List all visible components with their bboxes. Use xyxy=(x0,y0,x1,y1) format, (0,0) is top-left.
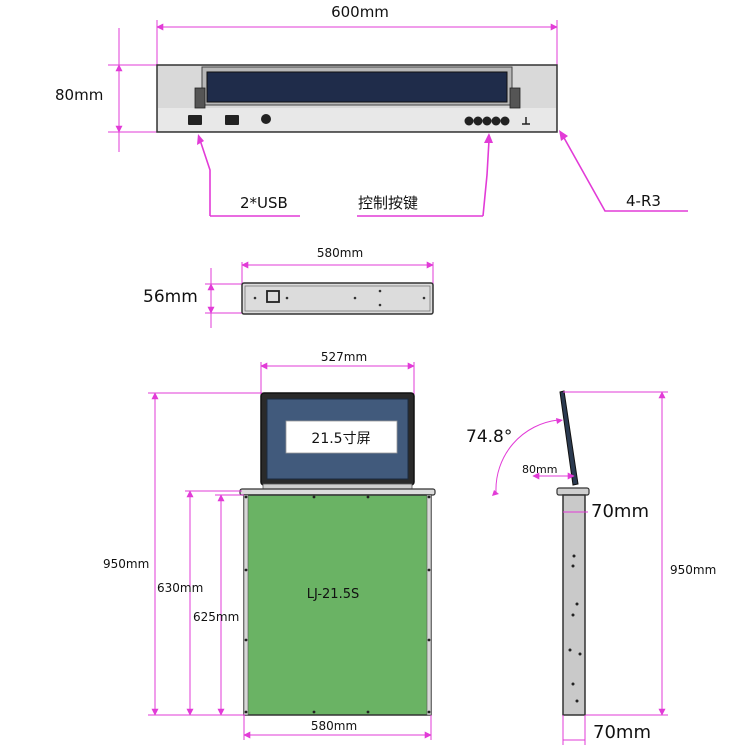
body-height-inner-label: 625mm xyxy=(193,610,239,624)
body-height-outer-label: 630mm xyxy=(157,581,203,595)
side-view: 74.8° 80mm 70mm 950mm 70mm xyxy=(466,390,716,745)
tilt-angle-label: 74.8° xyxy=(466,427,512,447)
usb-callout-line xyxy=(199,139,211,216)
front-panel-shade xyxy=(158,108,556,131)
top-view: 580mm 56mm xyxy=(143,246,434,328)
usb-callout-label: 2*USB xyxy=(240,194,288,212)
r3-callout-line xyxy=(562,135,688,212)
control-button-icon xyxy=(464,116,474,126)
keys-callout-label: 控制按键 xyxy=(358,194,418,212)
side-total-height-label: 950mm xyxy=(670,563,716,577)
keys-callout-line xyxy=(482,139,490,217)
screen-slot-inner xyxy=(206,71,508,103)
tilted-screen xyxy=(559,390,579,486)
model-label: LJ-21.5S xyxy=(307,587,360,602)
side-top-plate xyxy=(556,487,590,496)
screen-width-label: 527mm xyxy=(321,350,367,364)
top-height-label: 56mm xyxy=(143,287,198,307)
top-panel xyxy=(241,282,434,315)
screen-size-label: 21.5寸屏 xyxy=(311,431,370,447)
main-total-height-label: 950mm xyxy=(103,557,149,571)
control-button-icon xyxy=(482,116,492,126)
control-button-icon xyxy=(500,116,510,126)
top-width-label: 580mm xyxy=(317,246,363,260)
front-height-label: 80mm xyxy=(55,86,103,104)
screen-label-box xyxy=(285,420,398,454)
base-width-label: 580mm xyxy=(311,719,357,733)
front-view: 600mm 80mm 2*USB 控制按键 xyxy=(55,3,688,217)
lift-body xyxy=(243,494,432,716)
front-width-label: 600mm xyxy=(331,3,389,21)
control-button-icon xyxy=(473,116,483,126)
usb-port-icon xyxy=(225,115,239,125)
bottom-depth-label: 70mm xyxy=(593,722,651,743)
offset-label: 80mm xyxy=(522,463,557,476)
main-view: 527mm 21.5寸屏 LJ-21.5S 950mm 630mm 625mm xyxy=(103,350,436,740)
r3-callout-label: 4-R3 xyxy=(626,192,661,210)
control-button-icon xyxy=(491,116,501,126)
top-port-icon xyxy=(266,290,280,303)
usb-port-icon xyxy=(188,115,202,125)
knob-icon xyxy=(261,114,271,124)
lift-top-plate xyxy=(239,488,436,496)
top-depth-label: 70mm xyxy=(591,501,649,522)
side-body xyxy=(562,494,586,716)
